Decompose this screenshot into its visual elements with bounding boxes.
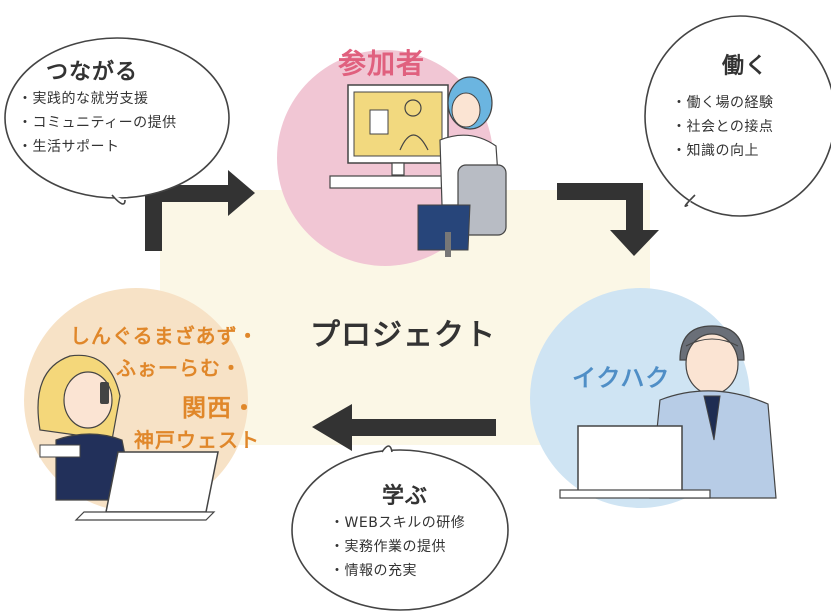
center-label: プロジェクト bbox=[310, 318, 496, 353]
bubble-learn-item: ・情報の充実 bbox=[330, 563, 417, 579]
arrow-to-ikuhaku bbox=[557, 183, 659, 256]
bubble-connect-shape bbox=[4, 37, 230, 205]
arrow-to-partner bbox=[312, 404, 496, 451]
partner-line-1: しんぐるまざあず・ bbox=[70, 324, 259, 348]
partner-line-3: 関西・ bbox=[182, 394, 257, 422]
bubble-learn-item: ・実務作業の提供 bbox=[330, 539, 446, 555]
bubble-work-item: ・社会との接点 bbox=[672, 119, 774, 135]
bubble-learn-item: ・WEBスキルの研修 bbox=[330, 515, 466, 531]
partner-line-2: ふぉーらむ・ bbox=[116, 356, 242, 380]
participant-label: 参加者 bbox=[338, 47, 426, 80]
bubble-learn-title: 学ぶ bbox=[382, 484, 429, 509]
bubble-work-title: 働く bbox=[722, 54, 769, 79]
bubble-work-shape bbox=[644, 15, 831, 217]
bubble-connect-item: ・コミュニティーの提供 bbox=[18, 115, 177, 131]
bubble-work-item: ・働く場の経験 bbox=[672, 95, 774, 111]
participant-illustration bbox=[329, 76, 507, 257]
bubble-learn-shape bbox=[291, 445, 509, 611]
ikuhaku-illustration bbox=[559, 325, 777, 499]
bubble-work-item: ・知識の向上 bbox=[672, 143, 759, 159]
partner-line-4: 神戸ウェスト bbox=[134, 428, 260, 452]
partner-illustration bbox=[37, 354, 219, 521]
bubble-connect-item: ・実践的な就労支援 bbox=[18, 91, 149, 107]
bubble-connect-title: つながる bbox=[46, 60, 139, 85]
bubble-connect-item: ・生活サポート bbox=[18, 139, 120, 155]
ikuhaku-label: イクハク bbox=[572, 364, 671, 392]
